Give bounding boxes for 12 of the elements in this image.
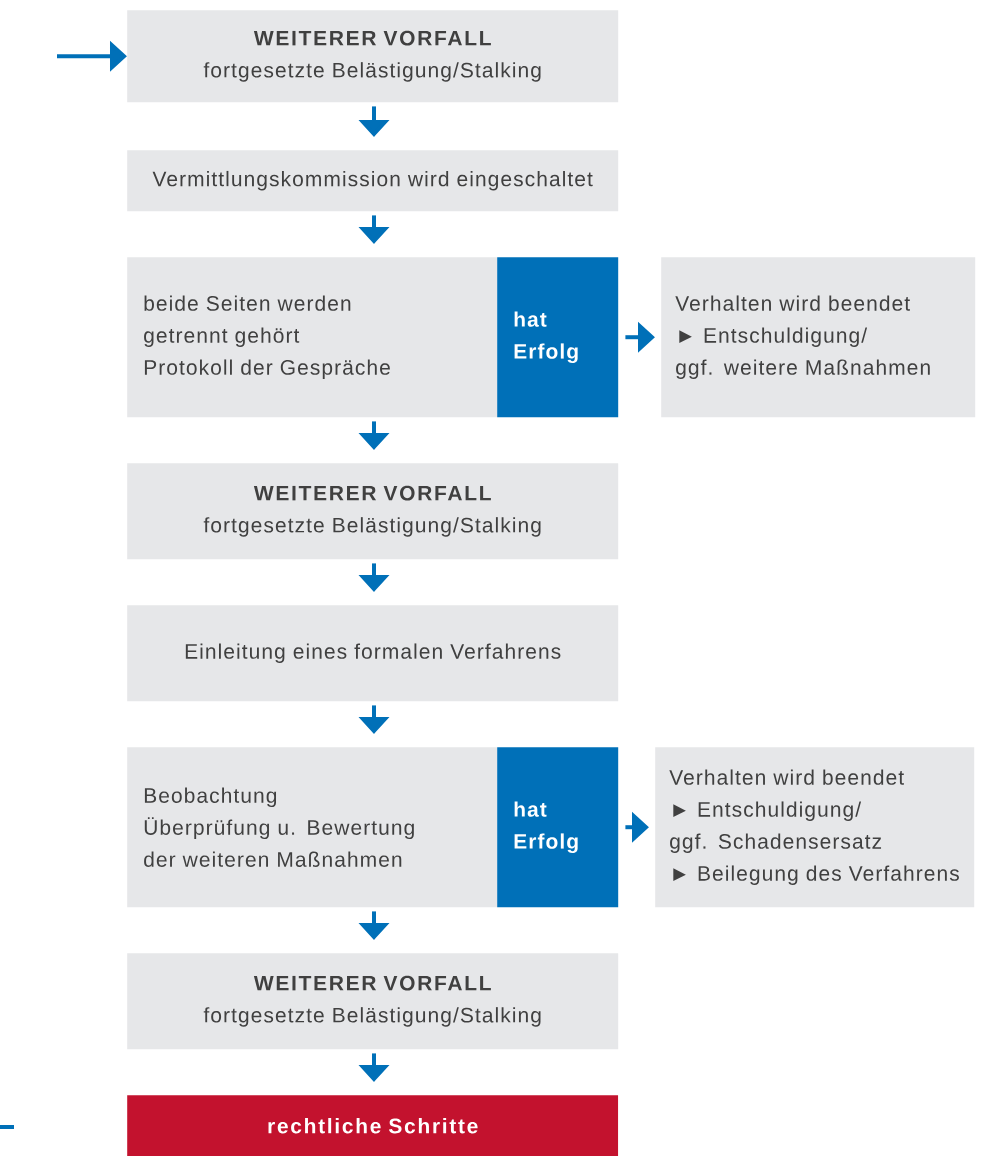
step-box: WEITERER VORFALL fortgesetzte Belästigung/Stalking [127, 953, 619, 1050]
final-step-box: rechtliche Schritte [127, 1095, 619, 1156]
step-box: WEITERER VORFALL fortgesetzte Belästigung/Stalking [127, 10, 619, 103]
success-box: hat Erfolg [497, 257, 619, 418]
outcome-box: Verhalten wird beendet ► Entschuldigung/ ggf. weitere Maßnahmen [661, 257, 976, 418]
step-box: beide Seiten werden getrennt gehört Protokoll der Gespräche [127, 257, 498, 418]
outcome-box: Verhalten wird beendet ► Entschuldigung/ ggf. Schadensersatz ► Beilegung des Verfahrens [655, 747, 975, 908]
step-box: WEITERER VORFALL fortgesetzte Belästigung/Stalking [127, 463, 619, 560]
step-box: Beobachtung Überprüfung u. Bewertung der weiteren Maßnahmen [127, 747, 498, 908]
step-box: Einleitung eines formalen Verfahrens [127, 605, 619, 702]
step-box: Vermittlungskommission wird eingeschaltet [127, 150, 619, 212]
success-box: hat Erfolg [497, 747, 619, 908]
